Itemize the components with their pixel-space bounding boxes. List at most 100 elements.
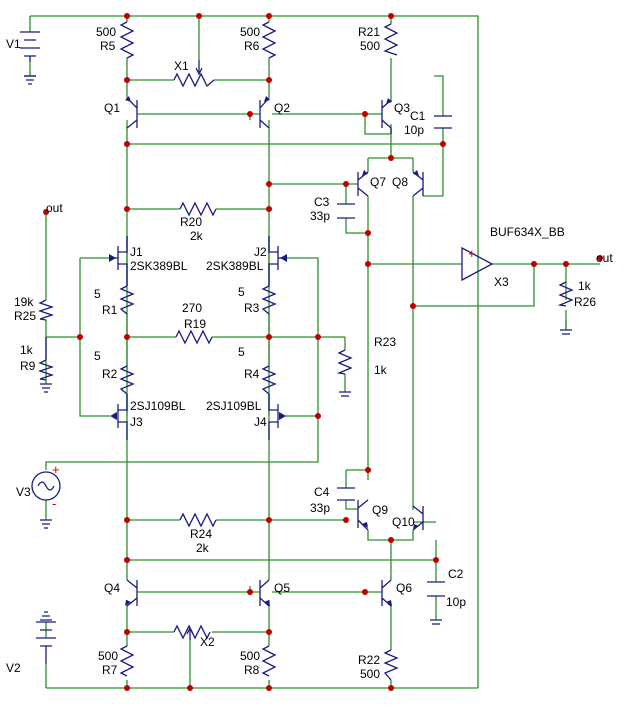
resistor-r5 [119, 21, 135, 59]
resistor-r4 [261, 365, 277, 395]
label-j2: J2 [254, 245, 267, 259]
resistor-r6 [261, 21, 277, 59]
net-label-out-right: out [596, 251, 613, 265]
label-r5: R5 [100, 39, 116, 53]
jfet-j3 [117, 394, 128, 440]
value-r2: 5 [94, 349, 101, 363]
value-r24: 2k [196, 541, 210, 555]
jfet-j1 [110, 236, 128, 286]
resistor-r21 [383, 23, 399, 56]
resistor-r26 [557, 281, 574, 307]
label-x3: X3 [494, 275, 509, 289]
value-r21: 500 [360, 39, 380, 53]
value-r7: 500 [98, 649, 118, 663]
capacitor-c1 [434, 115, 452, 129]
value-r20: 2k [190, 229, 204, 243]
resistor-r1 [119, 285, 135, 315]
net-label-out-left: out [46, 201, 63, 215]
label-q6: Q6 [396, 581, 412, 595]
battery-v2-symbol [36, 611, 56, 664]
label-r9: R9 [20, 359, 36, 373]
capacitor-c4 [337, 487, 355, 501]
label-v2: V2 [6, 661, 21, 675]
v3-plus-sign: + [52, 462, 60, 477]
resistor-unlabeled [336, 349, 353, 375]
type-j1: 2SK389BL [130, 259, 188, 273]
value-r19: 270 [182, 301, 202, 315]
label-c4: C4 [314, 485, 330, 499]
label-j4: J4 [254, 415, 267, 429]
label-r21: R21 [358, 25, 380, 39]
label-q2: Q2 [274, 101, 290, 115]
label-q7: Q7 [370, 175, 386, 189]
type-j2: 2SK389BL [206, 259, 264, 273]
ground-c2 [430, 619, 442, 625]
value-r3: 5 [238, 285, 245, 299]
resistor-r3 [261, 285, 277, 315]
label-q9: Q9 [372, 503, 388, 517]
label-r3: R3 [244, 301, 260, 315]
label-r4: R4 [244, 367, 260, 381]
value-c2: 10p [446, 595, 466, 609]
label-r2: R2 [102, 367, 118, 381]
value-r5: 500 [96, 25, 116, 39]
transistor-q1 [126, 97, 138, 129]
label-q3: Q3 [394, 101, 410, 115]
transistor-q4 [126, 579, 138, 607]
label-r26: R26 [574, 295, 596, 309]
jfet-j4 [268, 394, 279, 440]
value-c4: 33p [310, 501, 330, 515]
resistor-r22 [383, 649, 399, 681]
label-v3: V3 [16, 485, 31, 499]
label-r8: R8 [244, 663, 260, 677]
value-r6: 500 [240, 25, 260, 39]
value-c3: 33p [310, 209, 330, 223]
arrow-heads [109, 96, 419, 606]
label-q5: Q5 [274, 581, 290, 595]
label-c3: C3 [314, 195, 330, 209]
ground-r26 [560, 329, 572, 335]
label-q1: Q1 [104, 101, 120, 115]
label-v1: V1 [6, 37, 21, 51]
resistor-r24 [179, 512, 217, 528]
label-r22: R22 [358, 653, 380, 667]
junctions [43, 13, 603, 691]
value-r22: 500 [360, 667, 380, 681]
type-j3: 2SJ109BL [130, 399, 186, 413]
buffer-x3 [461, 246, 494, 282]
label-r20: R20 [180, 215, 202, 229]
label-r6: R6 [244, 39, 260, 53]
value-r1: 5 [94, 287, 101, 301]
transistor-q9 [357, 499, 369, 531]
label-r7: R7 [102, 663, 118, 677]
capacitor-c2 [427, 581, 445, 597]
value-r23: 1k [374, 363, 388, 377]
label-r19: R19 [184, 317, 206, 331]
value-c1: 10p [404, 123, 424, 137]
resistor-r19 [175, 329, 213, 345]
value-r25: 19k [14, 295, 34, 309]
type-j4: 2SJ109BL [206, 399, 262, 413]
components [20, 21, 574, 681]
text-labels: V1 V2 V3 500 R5 500 R6 R21 500 X1 Q1 Q2 … [6, 25, 613, 681]
ground-r9 [40, 383, 52, 393]
resistor-r9 [37, 337, 55, 381]
resistor-r8 [261, 645, 277, 677]
jfet-j2 [268, 236, 286, 286]
label-c1: C1 [410, 109, 426, 123]
potentiometer-x1 [173, 60, 215, 88]
label-r25: R25 [14, 309, 36, 323]
ground-v3 [40, 519, 52, 529]
label-r23: R23 [374, 335, 396, 349]
label-r1: R1 [102, 303, 118, 317]
label-buffer-type: BUF634X_BB [490, 225, 565, 239]
resistor-r25 [37, 299, 55, 321]
value-r8: 500 [240, 649, 260, 663]
resistor-r2 [119, 365, 135, 395]
resistor-r7 [119, 645, 135, 677]
label-x1: X1 [174, 59, 189, 73]
label-q10: Q10 [392, 515, 415, 529]
resistor-r20 [179, 201, 217, 217]
v3-minus-sign: - [52, 496, 56, 511]
